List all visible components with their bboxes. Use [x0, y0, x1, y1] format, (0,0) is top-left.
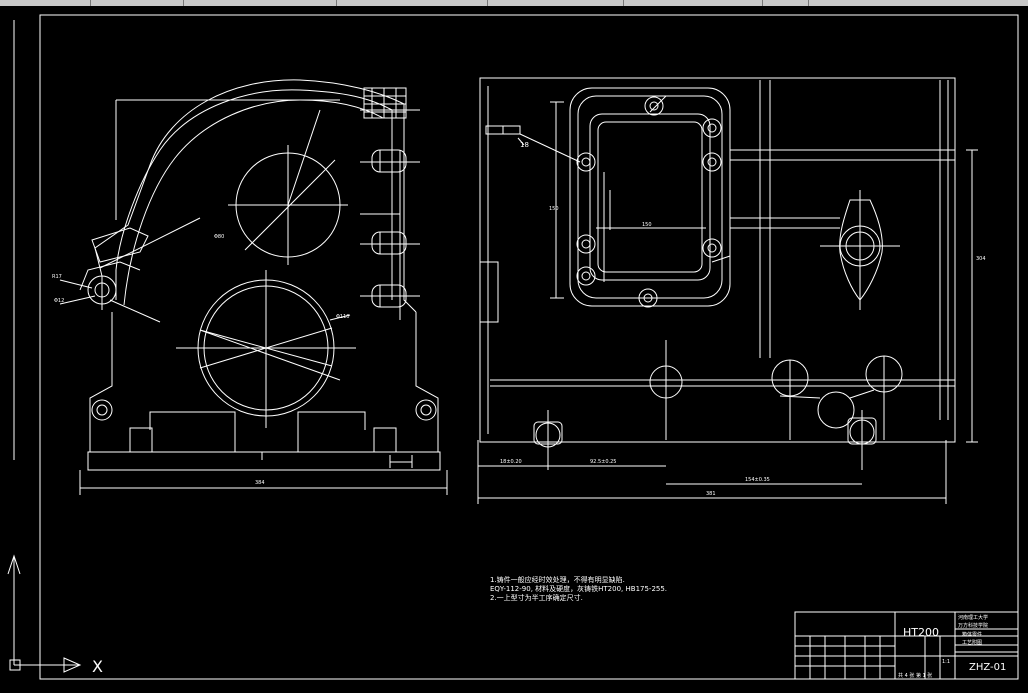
note-line-1: 1.铸件一般应经时效处理，不得有明显缺陷.: [490, 576, 625, 584]
title-drawing-no: ZHZ-01: [969, 662, 1007, 673]
dim-left-circle-top: Φ80: [214, 234, 224, 240]
title-scale: 1:1: [942, 659, 951, 665]
title-block: [794, 611, 1019, 680]
sheet-border: [39, 14, 1019, 680]
dim-right-sub2: 92.5±0.25: [590, 459, 616, 465]
title-dept: 万方科技学院: [958, 623, 989, 629]
title-part-name: 箱体零件: [962, 632, 983, 638]
title-material: HT200: [903, 626, 939, 639]
title-sheet: 共 4 张 第 1 张: [898, 673, 933, 679]
dim-right-height: 304: [976, 256, 986, 262]
ucs-icon: [7, 554, 82, 673]
dim-left-circle-bottom: Φ110: [336, 314, 349, 320]
dim-right-sub1: 18±0.20: [500, 459, 522, 465]
dim-left-width: 384: [255, 480, 265, 486]
dim-window-w: 150: [642, 222, 652, 228]
ucs-x-label: X: [92, 657, 103, 676]
tol-label: 18: [520, 141, 529, 149]
technical-notes: 1.铸件一般应经时效处理，不得有明显缺陷. EQY-112-90, 材料及硬度，…: [490, 576, 667, 603]
dim-left-hole: Φ12: [54, 298, 64, 304]
title-school: 河南理工大学: [958, 615, 989, 621]
dim-right-sub3: 154±0.35: [745, 477, 770, 483]
dim-left-r: R17: [52, 274, 62, 280]
note-line-3: 2.一上型寸为半工序确定尺寸.: [490, 594, 583, 602]
left-view: [59, 79, 448, 495]
title-part-sub: 工艺附图: [962, 640, 983, 646]
dim-window-h: 150: [549, 206, 559, 212]
note-line-2: EQY-112-90, 材料及硬度，灰铸铁HT200, HB175-255.: [490, 585, 668, 593]
dim-right-width: 381: [706, 491, 716, 497]
right-view: [477, 77, 978, 504]
window-top-strip: [0, 0, 1028, 6]
